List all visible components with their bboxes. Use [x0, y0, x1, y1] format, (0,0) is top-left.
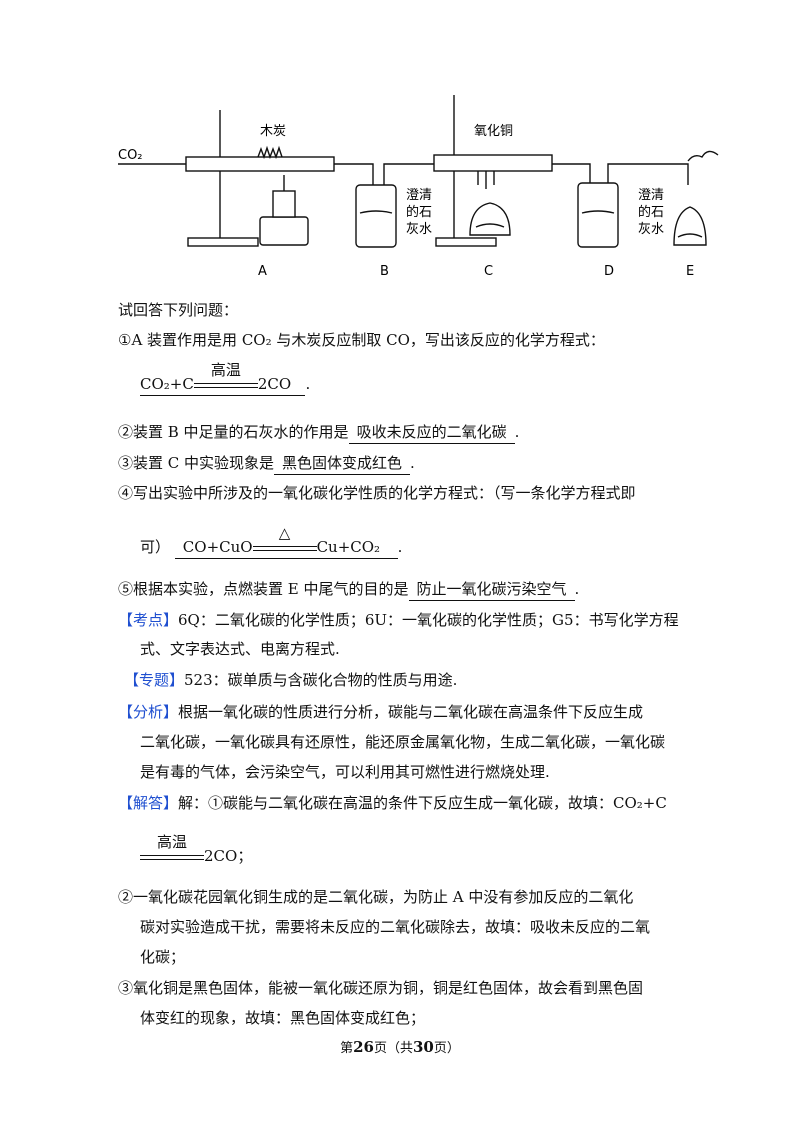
answer-2-line3: 化碳；	[140, 948, 186, 966]
answer-3-line1: ③氧化铜是黑色固体，能被一氧化碳还原为铜，铜是红色固体，故会看到黑色固	[118, 979, 644, 997]
page-total: 30	[413, 1038, 434, 1056]
limewater-d-line1: 澄清	[638, 188, 664, 203]
question-3: ③装置 C 中实验现象是黑色固体变成红色.	[118, 452, 415, 475]
page-footer: 第26页（共30页）	[340, 1038, 460, 1056]
label-c: C	[484, 264, 493, 279]
equation-4: 可） CO+CuO△Cu+CO₂ .	[140, 524, 402, 559]
answer-3: 黑色固体变成红色	[274, 452, 411, 475]
limewater-d-line2: 的石	[638, 204, 664, 220]
limewater-d-line3: 灰水	[638, 222, 664, 237]
label-e: E	[686, 264, 694, 279]
answer-2-line1: ②一氧化碳花园氧化铜生成的是二氧化碳，为防止 A 中没有参加反应的二氧化	[118, 888, 634, 906]
question-4: ④写出实验中所涉及的一氧化碳化学性质的化学方程式：（写一条化学方程式即	[118, 484, 636, 502]
label-d: D	[604, 264, 614, 279]
page-number: 26	[353, 1038, 374, 1056]
label-a: A	[258, 264, 267, 279]
answer-2-line2: 碳对实验造成干扰，需要将未反应的二氧化碳除去，故填：吸收未反应的二氧	[140, 918, 651, 936]
eq1-right: 2CO	[257, 375, 292, 393]
zhuanti-tag: 【专题】	[124, 671, 185, 689]
co2-label: CO₂	[118, 148, 143, 163]
intro-line: 试回答下列问题：	[118, 301, 239, 319]
copper-oxide-label: 氧化铜	[474, 124, 513, 139]
label-b: B	[380, 264, 389, 279]
kaodian-line2: 式、文字表达式、电离方程式.	[140, 640, 340, 658]
answer-3-line2: 体变红的现象，故填：黑色固体变成红色；	[140, 1009, 426, 1027]
eq1-condition: 高温	[193, 361, 258, 395]
question-2: ②装置 B 中足量的石灰水的作用是吸收未反应的二氧化碳.	[118, 421, 519, 444]
question-5: ⑤根据本实验，点燃装置 E 中尾气的目的是防止一氧化碳污染空气.	[118, 578, 579, 601]
eq1-left: CO₂+C	[140, 375, 194, 393]
limewater-b-line2: 的石	[406, 204, 432, 220]
apparatus-diagram: CO₂ 木炭 氧化铜 澄清 的石 灰水 澄清 的石 灰水 A B C D E	[118, 95, 719, 279]
zhuanti: 【专题】523：碳单质与含碳化合物的性质与用途.	[124, 671, 458, 689]
fenxi-line3: 是有毒的气体，会污染空气，可以利用其可燃性进行燃烧处理.	[140, 763, 550, 781]
jieda: 【解答】解：①碳能与二氧化碳在高温的条件下反应生成一氧化碳，故填：CO₂+C	[118, 794, 667, 812]
limewater-b-line1: 澄清	[406, 188, 432, 203]
fenxi-line2: 二氧化碳，一氧化碳具有还原性，能还原金属氧化物，生成二氧化碳，一氧化碳	[140, 733, 666, 751]
fenxi-tag: 【分析】	[118, 703, 179, 721]
answer-5: 防止一氧化碳污染空气	[408, 578, 575, 601]
fenxi: 【分析】根据一氧化碳的性质进行分析，碳能与二氧化碳在高温条件下反应生成	[118, 703, 644, 721]
eq4-condition: △	[252, 524, 317, 558]
question-1: ①A 装置作用是用 CO₂ 与木炭反应制取 CO，写出该反应的化学方程式：	[118, 331, 605, 349]
jieda-tag: 【解答】	[118, 794, 179, 812]
answer-2: 吸收未反应的二氧化碳	[348, 421, 515, 444]
kaodian: 【考点】6Q：二氧化碳的化学性质；6U：一氧化碳的化学性质；G5：书写化学方程	[118, 611, 679, 629]
limewater-b-line3: 灰水	[406, 222, 432, 237]
kaodian-tag: 【考点】	[118, 611, 179, 629]
jieda-condition: 高温	[140, 833, 204, 867]
charcoal-label: 木炭	[260, 124, 286, 139]
